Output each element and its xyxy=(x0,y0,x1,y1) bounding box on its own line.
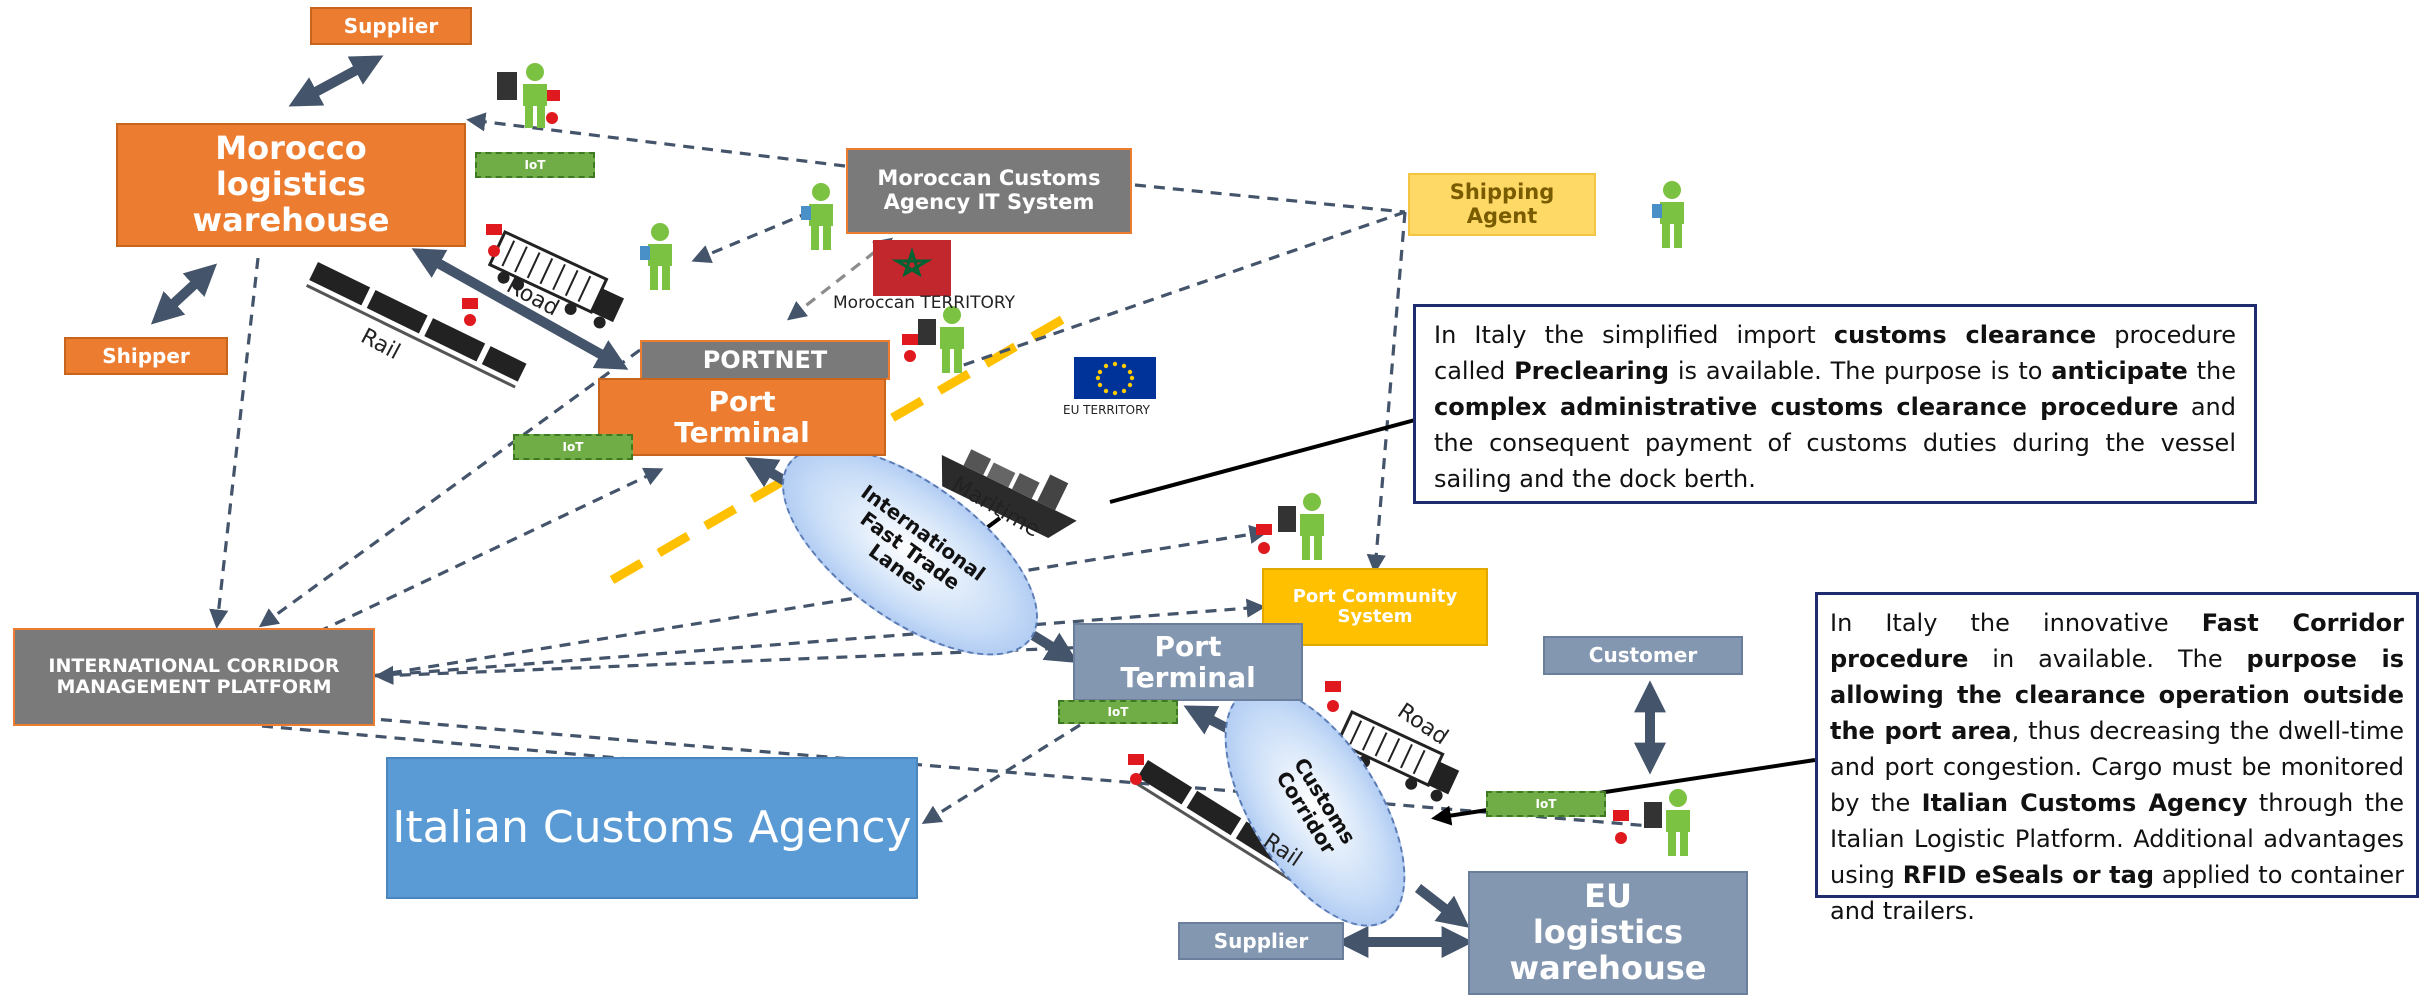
person-icon xyxy=(1644,788,1696,860)
note-segment: in available. The xyxy=(1968,645,2247,673)
iot-badge-port-terminal-italy: IoT xyxy=(1058,700,1178,724)
flow-customs-to-driver xyxy=(691,210,811,263)
note-segment: , thus decreasing the dwell-time and por… xyxy=(1830,717,2405,817)
fast-corridor-text: In Italy the innovative Fast Corridor pr… xyxy=(1830,605,2404,929)
person-icon xyxy=(497,62,557,130)
flow-icmp-to-italian-customs xyxy=(261,724,641,762)
shipping-agent-node: Shipping Agent xyxy=(1408,173,1596,236)
arrow-supplier-warehouse xyxy=(288,55,384,107)
person-icon xyxy=(801,182,841,252)
shipper-node: Shipper xyxy=(64,337,228,375)
iot-badge-warehouse: IoT xyxy=(475,152,595,178)
person-icon xyxy=(918,305,970,377)
flow-customs-to-agent xyxy=(1134,183,1406,214)
note-segment: In Italy the simplified import xyxy=(1434,321,1834,349)
note-bold-segment: RFID eSeals or tag xyxy=(1902,861,2155,889)
arrow-shipper-warehouse xyxy=(150,263,218,325)
note-segment: through the Italian Logistic Platform. A… xyxy=(1830,789,2404,889)
note-bold-segment: Preclearing xyxy=(1514,357,1670,385)
arrow-warehouse-terminal xyxy=(411,248,629,370)
note-bold-segment: Fast Corridor procedure xyxy=(1830,609,2404,673)
rfid-tag-icons xyxy=(462,90,1629,844)
rail-train-top-icon xyxy=(305,262,527,389)
moroccan-customs-node: Moroccan Customs Agency IT System xyxy=(846,148,1132,234)
note-segment: the xyxy=(2187,357,2237,385)
moroccan-flag-icon xyxy=(873,240,951,296)
moroccan-territory-label: Moroccan TERRITORY xyxy=(833,293,1016,313)
flow-icmp-pcs-2 xyxy=(371,598,1266,678)
person-icon xyxy=(1278,492,1330,564)
note-segment: applied to container and trailers. xyxy=(1830,861,2404,925)
road-truck-top-icon xyxy=(487,230,625,329)
italian-customs-node: Italian Customs Agency xyxy=(386,757,918,899)
flow-icmp-to-terminal xyxy=(317,467,664,634)
note-bold-segment: customs clearance xyxy=(1833,321,2097,349)
preclearing-note: In Italy the simplified import customs c… xyxy=(1413,304,2257,504)
note-segment: In Italy the innovative xyxy=(1830,609,2202,637)
morocco-warehouse-node: Morocco logistics warehouse xyxy=(116,123,466,247)
customer-node: Customer xyxy=(1543,636,1743,675)
iot-badge-customs-corridor: IoT xyxy=(1486,791,1606,817)
note-bold-segment: purpose is allowing the clearance operat… xyxy=(1830,645,2404,745)
note-segment: procedure called xyxy=(1434,321,2236,385)
flow-icmp-to-corridor xyxy=(361,716,1651,828)
arrow-corridor-to-eu-warehouse xyxy=(1414,884,1470,928)
note-bold-segment: Italian Customs Agency xyxy=(1921,789,2248,817)
fast-corridor-note: In Italy the innovative Fast Corridor pr… xyxy=(1815,592,2419,925)
territory-border-line xyxy=(609,314,1068,584)
person-icon xyxy=(640,222,680,292)
eu-warehouse-node: EU logistics warehouse xyxy=(1468,871,1748,995)
flow-terminal-to-italian-customs xyxy=(921,723,1081,825)
icmp-node: INTERNATIONAL CORRIDOR MANAGEMENT PLATFO… xyxy=(13,628,375,726)
supplier-bottom-node: Supplier xyxy=(1178,922,1344,960)
note-segment: and the consequent payment of customs du… xyxy=(1434,393,2236,493)
ship-icon xyxy=(941,449,1077,538)
note-segment: is available. The purpose is to xyxy=(1669,357,2052,385)
port-community-system-node: Port Community System xyxy=(1262,568,1488,646)
callout-preclearing xyxy=(1109,418,1416,504)
flow-warehouse-to-icmp xyxy=(209,257,260,629)
flow-agent-to-pcs xyxy=(1366,211,1407,574)
port-terminal-morocco-node: Port Terminal xyxy=(598,378,886,456)
iot-badge-port-terminal-morocco: IoT xyxy=(513,434,633,460)
person-icon xyxy=(1652,180,1692,250)
preclearing-text: In Italy the simplified import customs c… xyxy=(1434,317,2236,497)
flow-pcs-to-icmp xyxy=(374,638,1266,685)
eu-territory-label: EU TERRITORY xyxy=(1063,403,1150,417)
portnet-node: PORTNET xyxy=(640,340,890,380)
flow-terminal-to-icmp xyxy=(258,348,641,628)
port-terminal-italy-node: Port Terminal xyxy=(1073,623,1303,701)
note-bold-segment: anticipate xyxy=(2051,357,2188,385)
note-bold-segment: complex administrative customs clearance… xyxy=(1434,393,2179,421)
supplier-top-node: Supplier xyxy=(310,7,472,45)
eu-flag-icon xyxy=(1074,357,1156,399)
flow-agent-to-portnet xyxy=(954,210,1406,370)
